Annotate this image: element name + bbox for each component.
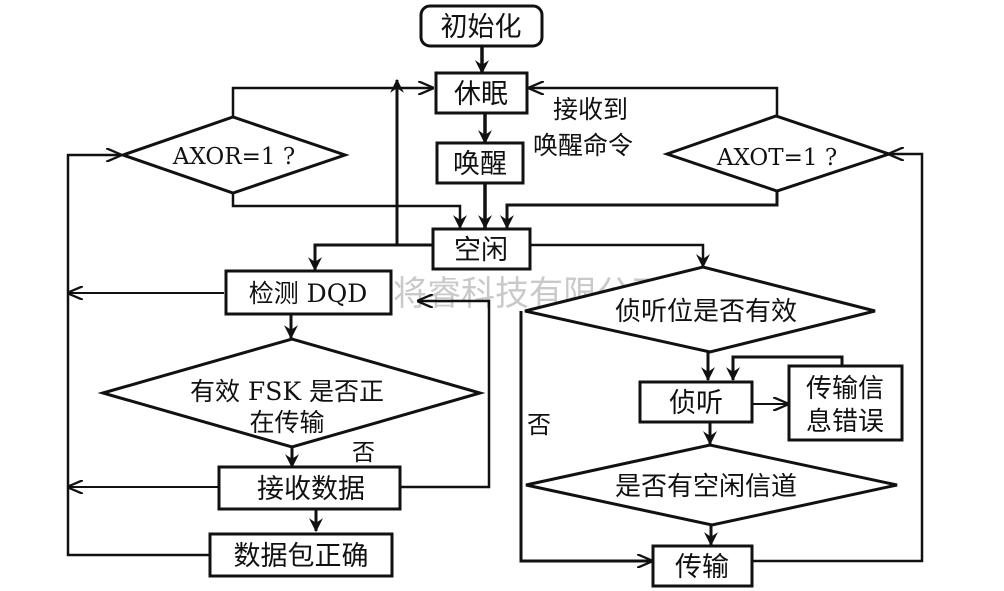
edge-listenvalid-transmit (519, 311, 652, 561)
edge-idle-listenvalid (530, 243, 710, 269)
node-tx-error: 传输信 息错误 (787, 364, 904, 442)
node-receive: 接收数据 (217, 465, 402, 511)
node-listen: 侦听 (638, 380, 754, 424)
node-detect-label: 检测 DQD (249, 279, 368, 308)
node-packet-ok: 数据包正确 (208, 532, 394, 578)
node-fsk: 有效 FSK 是否正 在传输 (97, 337, 486, 449)
wake-note-line1: 接收到 (553, 95, 628, 124)
node-receive-label: 接收数据 (257, 474, 365, 505)
node-init-label: 初始化 (441, 12, 522, 43)
node-packet-ok-label: 数据包正确 (234, 541, 369, 572)
node-init: 初始化 (419, 4, 544, 48)
node-tx-error-line2: 息错误 (806, 407, 884, 437)
edge-axot-sleep (529, 88, 779, 116)
node-wake-label: 唤醒 (453, 149, 507, 180)
node-listen-valid-label: 侦听位是否有效 (615, 297, 797, 327)
node-transmit-label: 传输 (675, 552, 729, 583)
edge-idle-detect (308, 243, 432, 272)
edge-axor-idle (231, 193, 467, 230)
edge-axot-idle (500, 192, 779, 230)
node-tx-error-line1: 传输信 (806, 374, 884, 404)
node-axor: AXOR=1 ? (118, 115, 350, 195)
node-transmit: 传输 (651, 544, 754, 588)
node-axor-label: AXOR=1 ? (172, 144, 295, 170)
node-detect: 检测 DQD (224, 269, 393, 316)
node-axot-label: AXOT=1 ? (716, 145, 837, 171)
node-free-channel-label: 是否有空闲信道 (615, 472, 797, 502)
node-sleep: 休眠 (434, 71, 529, 115)
node-sleep-label: 休眠 (454, 79, 508, 110)
fsk-no-label: 否 (352, 440, 375, 466)
node-fsk-label-line1: 有效 FSK 是否正 (190, 377, 384, 406)
edge-packet-axor (66, 155, 209, 557)
node-fsk-label-line2: 在传输 (249, 408, 324, 437)
node-listen-valid: 侦听位是否有效 (524, 265, 876, 354)
node-idle: 空闲 (431, 227, 532, 271)
node-free-channel: 是否有空闲信道 (525, 443, 898, 527)
edge-idle-sleep (390, 78, 432, 247)
edge-receive-detect (400, 301, 491, 489)
node-listen-label: 侦听 (669, 388, 723, 419)
node-wake: 唤醒 (435, 141, 525, 185)
node-axot: AXOT=1 ? (662, 114, 894, 193)
edge-txerror-listen (726, 355, 844, 382)
node-idle-label: 空闲 (454, 235, 508, 266)
connectors (66, 46, 924, 563)
edge-transmit-axot (752, 154, 924, 563)
listen-no-label: 否 (527, 411, 551, 439)
edge-axor-sleep (231, 88, 433, 118)
wake-note-line2: 唤醒命令 (533, 131, 633, 160)
